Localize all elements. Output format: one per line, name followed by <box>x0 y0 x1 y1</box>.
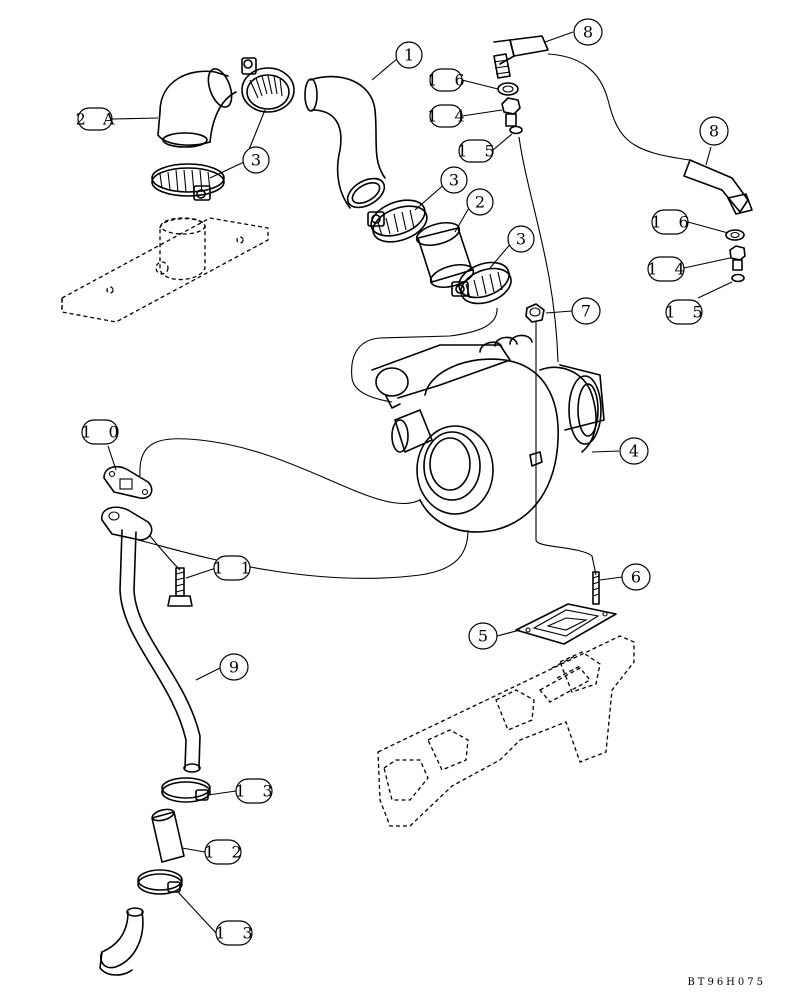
mounting-stud <box>592 571 600 605</box>
callout-11: 1 1 <box>213 555 256 581</box>
oil-drain-route-line <box>351 307 498 403</box>
drain-return-hose <box>99 907 144 976</box>
callout-16-right-label: 1 6 <box>651 213 694 232</box>
exhaust-manifold <box>377 635 635 827</box>
figure-reference-code: BT96H075 <box>687 977 766 988</box>
hose-coupler <box>415 221 475 289</box>
drain-tube-gasket <box>103 465 153 500</box>
callout-8-right-label: 8 <box>709 122 725 141</box>
callout-13-lower-label: 1 3 <box>215 924 258 943</box>
elbow-hose <box>157 68 237 148</box>
callout-13-upper: 1 3 <box>235 778 278 804</box>
callout-8-top: 8 <box>573 18 603 46</box>
callout-8-right: 8 <box>699 116 729 146</box>
intake-adapter-plate <box>61 217 269 323</box>
turbocharger <box>371 334 605 533</box>
drain-clamp-lower <box>137 869 183 895</box>
callout-12: 1 2 <box>204 839 247 865</box>
callout-6: 6 <box>621 563 651 591</box>
callout-3-left: 3 <box>242 146 270 174</box>
callout-2-label: 2 <box>475 193 491 212</box>
callout-7-label: 7 <box>581 302 597 321</box>
callout-8-top-label: 8 <box>583 23 599 42</box>
sealing-washer-left <box>497 82 519 96</box>
callout-3-left-label: 3 <box>251 151 267 170</box>
drain-route-line-lower <box>137 529 469 579</box>
callout-3-right: 3 <box>507 225 535 253</box>
drain-route-line-upper <box>139 438 421 505</box>
callout-11-label: 1 1 <box>213 559 256 578</box>
hose-clamp-middle <box>367 199 428 243</box>
callout-9-label: 9 <box>229 658 245 677</box>
hose-clamp-lower-left <box>151 163 225 201</box>
callout-15-left-label: 1 5 <box>457 142 500 161</box>
sealing-washer-right <box>725 229 745 241</box>
leader-lines <box>107 31 733 934</box>
oil-supply-route-line <box>535 322 597 576</box>
callout-3-middle: 3 <box>440 166 468 194</box>
callout-13-upper-label: 1 3 <box>235 782 278 801</box>
hose-clamp-lower-right <box>451 261 512 305</box>
callout-16-left-label: 1 6 <box>427 71 470 90</box>
callout-4-label: 4 <box>629 442 645 461</box>
callout-15-right: 1 5 <box>665 299 708 325</box>
callout-10: 1 0 <box>81 419 124 445</box>
callout-14-right-label: 1 4 <box>647 260 690 279</box>
turbo-nut <box>525 303 545 323</box>
callout-2: 2 <box>466 188 494 216</box>
callout-14-left-label: 1 4 <box>427 107 470 126</box>
o-ring-left <box>509 125 523 135</box>
callout-13-lower: 1 3 <box>215 920 258 946</box>
drain-clamp-upper <box>161 777 211 803</box>
o-ring-right <box>731 273 745 283</box>
callout-15-right-label: 1 5 <box>665 303 708 322</box>
turbo-gasket <box>515 603 617 645</box>
callout-10-label: 1 0 <box>81 423 124 442</box>
hose-clamp-upper-left <box>241 57 295 113</box>
oil-supply-line <box>493 35 691 161</box>
callout-16-left: 1 6 <box>427 68 470 92</box>
callout-1-label: 1 <box>404 46 420 65</box>
oil-drain-tube <box>101 506 201 773</box>
callout-15-left: 1 5 <box>457 139 500 163</box>
callout-16-right: 1 6 <box>651 209 694 235</box>
callout-9: 9 <box>219 653 249 681</box>
callout-4: 4 <box>619 437 649 465</box>
callout-6-label: 6 <box>631 568 647 587</box>
callout-7: 7 <box>571 297 601 325</box>
drain-hose <box>151 808 185 863</box>
callout-3-middle-label: 3 <box>449 171 465 190</box>
callout-14-right: 1 4 <box>647 256 690 282</box>
oil-line-fitting-right <box>683 159 753 215</box>
oil-fitting-route-line <box>518 136 559 363</box>
callout-5: 5 <box>468 622 498 650</box>
callout-12-label: 1 2 <box>204 843 247 862</box>
callout-3-right-label: 3 <box>516 230 532 249</box>
connector-fitting-left <box>501 97 521 127</box>
flange-bolt <box>167 567 193 607</box>
callout-1: 1 <box>395 41 423 69</box>
callout-14-left: 1 4 <box>427 104 470 128</box>
callout-2a-label: 2 A <box>76 110 121 129</box>
connector-fitting-right <box>729 245 746 271</box>
turbo-inlet-hose <box>304 75 386 209</box>
callout-2a: 2 A <box>76 107 121 131</box>
callout-5-label: 5 <box>478 627 494 646</box>
